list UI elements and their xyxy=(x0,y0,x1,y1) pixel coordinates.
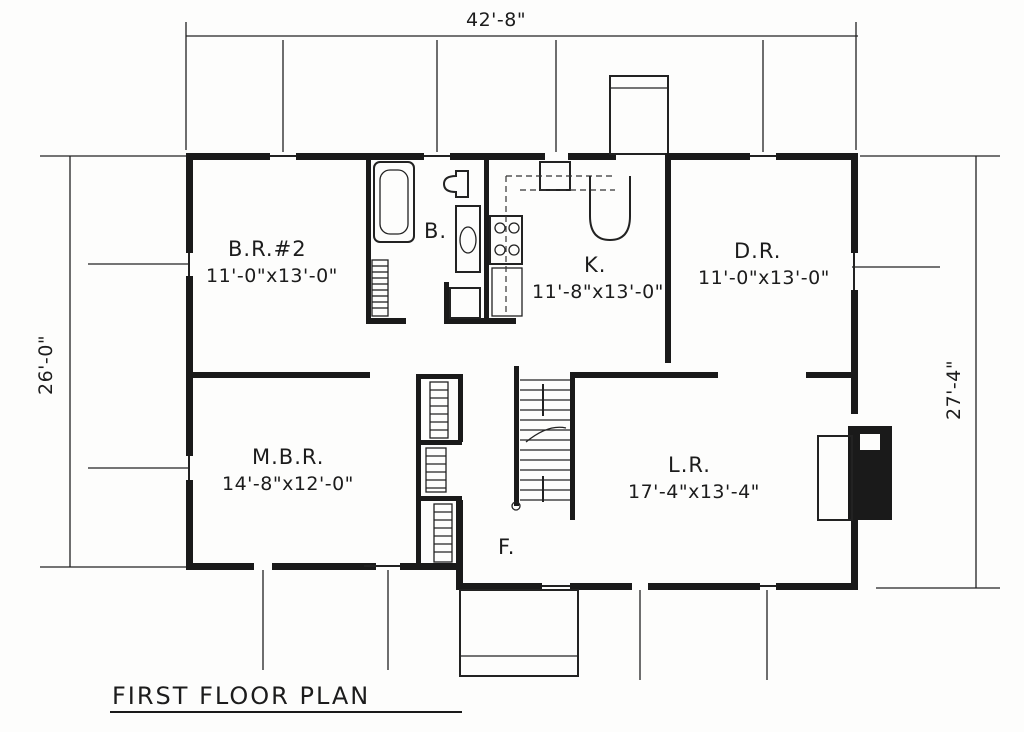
mbr-closet-hatch xyxy=(433,503,453,563)
br2-size: 11'-0"x13'-0" xyxy=(206,265,338,287)
plan-title-text: FIRST FLOOR PLAN xyxy=(112,682,370,710)
fireplace xyxy=(817,426,892,521)
interior-walls xyxy=(186,153,858,570)
living-name: L.R. xyxy=(668,453,711,477)
br2-name: B.R.#2 xyxy=(228,237,307,261)
br2-closet-hatch xyxy=(371,259,389,317)
hall-closet-hatch xyxy=(429,381,449,439)
kitchen-size: 11'-8"x13'-0" xyxy=(532,281,664,303)
exterior-walls xyxy=(186,153,858,590)
mbr-size: 14'-8"x12'-0" xyxy=(222,473,354,495)
kitchen-name: K. xyxy=(584,253,606,277)
right-dimension: 27'-4" xyxy=(852,155,1000,589)
living-size: 17'-4"x13'-4" xyxy=(628,481,760,503)
closets xyxy=(371,259,453,563)
left-dimension: 26'-0" xyxy=(35,155,190,568)
dining-size: 11'-0"x13'-0" xyxy=(698,267,830,289)
front-stoop xyxy=(459,589,579,677)
foyer-name: F. xyxy=(498,535,515,559)
top-dimension: 42'-8" xyxy=(185,9,858,152)
linen-closet-hatch xyxy=(425,447,447,493)
bath-fixtures xyxy=(373,161,481,319)
bottom-extension-lines xyxy=(262,570,768,680)
dining-name: D.R. xyxy=(734,239,781,263)
overall-width-label: 42'-8" xyxy=(466,9,526,31)
chimney-top xyxy=(609,75,669,155)
mbr-name: M.B.R. xyxy=(252,445,324,469)
bath-name: B. xyxy=(424,219,447,243)
right-depth-label: 27'-4" xyxy=(943,360,965,420)
plan-title: FIRST FLOOR PLAN xyxy=(110,682,462,713)
left-depth-label: 26'-0" xyxy=(35,335,57,395)
kitchen-fixtures xyxy=(489,161,631,317)
stair xyxy=(511,379,570,511)
room-labels: B.R.#2 11'-0"x13'-0" B. K. 11'-8"x13'-0"… xyxy=(206,219,830,559)
